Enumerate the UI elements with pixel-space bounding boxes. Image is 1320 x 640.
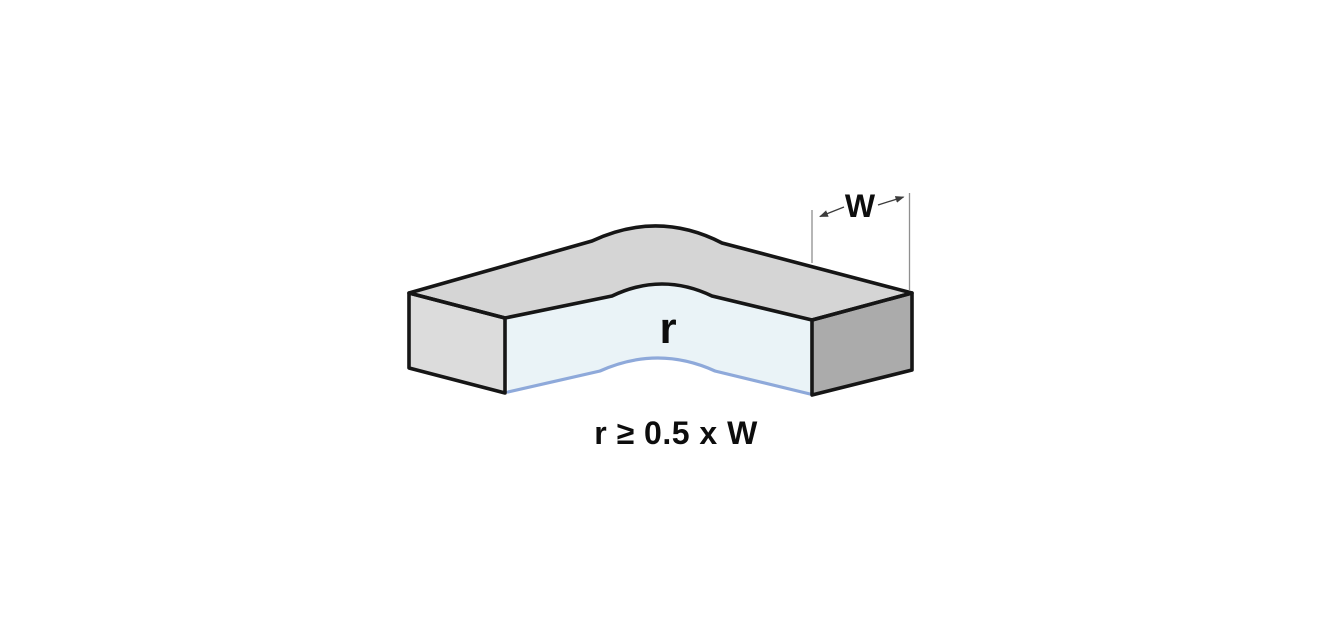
width-label: W [845,188,876,224]
left-end-outline [407,291,507,395]
bend-bottom-edge [506,356,812,396]
width-arrow-left [819,206,845,218]
radius-label: r [659,304,676,353]
right-end-face [812,293,912,395]
right-end-outline [810,291,914,397]
formula-text: r ≥ 0.5 x W [594,415,758,451]
left-end-face [409,293,505,393]
top-face [409,225,912,320]
width-arrow-right [877,196,905,206]
inner-bend-face [505,284,812,395]
